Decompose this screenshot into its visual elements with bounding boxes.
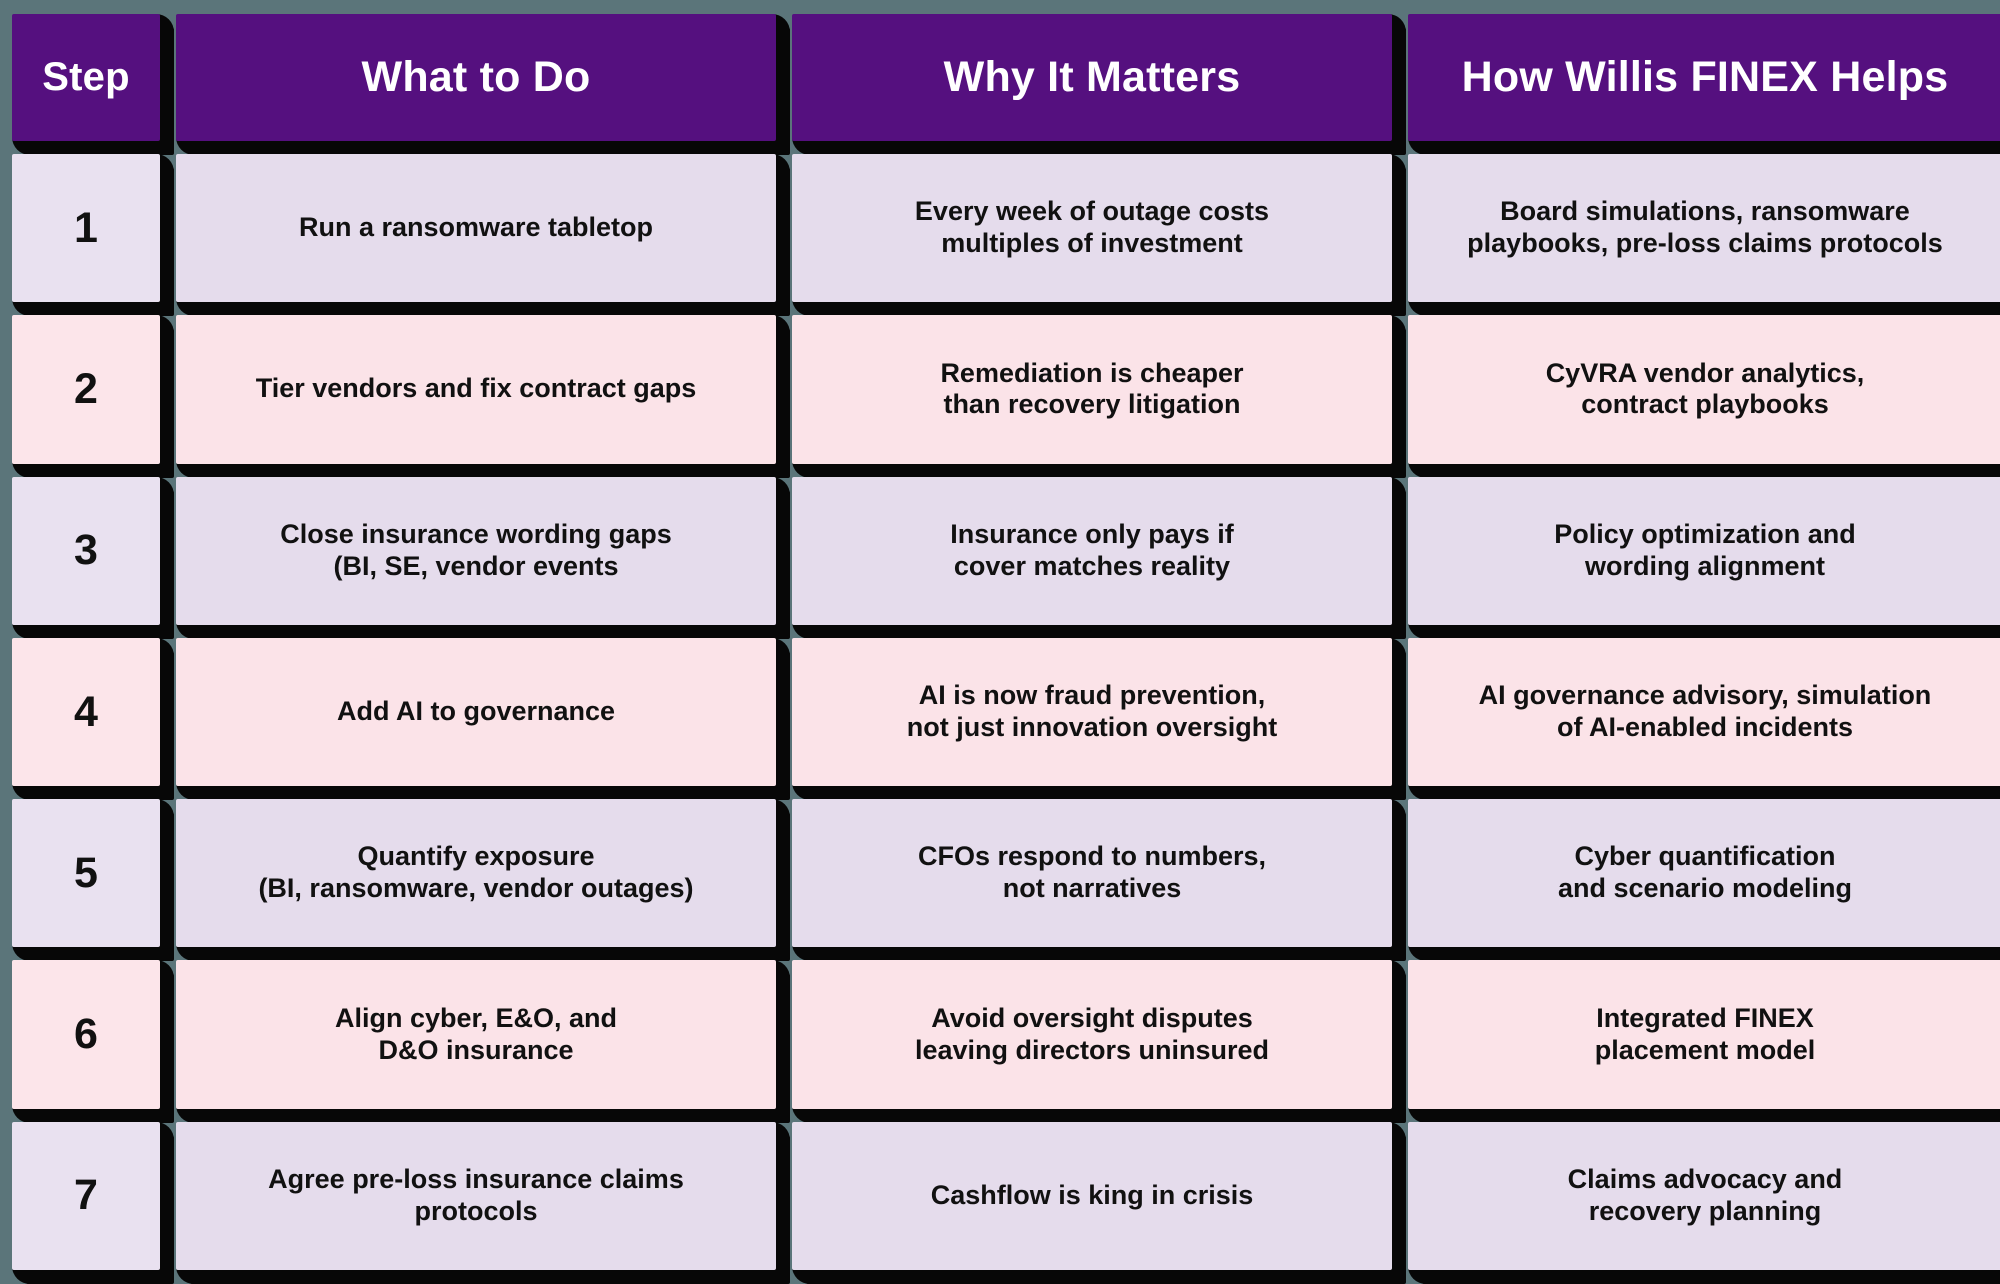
cell-text-line: (BI, ransomware, vendor outages)	[258, 873, 694, 904]
step-number-cell: 6	[12, 960, 174, 1124]
cell-text-line: Policy optimization and	[1554, 518, 1856, 549]
cell-text-line: Board simulations, ransomware	[1500, 196, 1910, 227]
cell-text-line: AI is now fraud prevention,	[918, 680, 1266, 711]
cell-text: Tier vendors and fix contract gaps	[256, 373, 697, 405]
cell-text-line: of AI-enabled incidents	[1556, 711, 1853, 742]
cell-text-line: multiples of investment	[941, 228, 1243, 259]
cell-text-line: Agree pre-loss insurance claims	[268, 1163, 684, 1194]
cell-text-line: placement model	[1594, 1034, 1816, 1065]
cell-text-line: Run a ransomware tabletop	[298, 212, 654, 243]
step-number-cell: 1	[12, 154, 174, 317]
cell-text: Run a ransomware tabletop	[299, 212, 653, 244]
cell-text: Quantify exposure(BI, ransomware, vendor…	[258, 841, 693, 905]
cell-text: Cashflow is king in crisis	[931, 1180, 1254, 1212]
cell-text-line: protocols	[414, 1195, 538, 1226]
cell-text-line: Integrated FINEX	[1596, 1002, 1814, 1033]
cell-text-line: cover matches reality	[953, 550, 1231, 581]
cell-text: CFOs respond to numbers,not narratives	[918, 841, 1266, 905]
cell-what: Close insurance wording gaps(BI, SE, ven…	[176, 476, 790, 640]
cell-why: AI is now fraud prevention,not just inno…	[792, 637, 1406, 801]
cell-text-line: leaving directors uninsured	[914, 1034, 1270, 1065]
cell-text-line: Cashflow is king in crisis	[930, 1179, 1254, 1210]
cell-text: AI is now fraud prevention,not just inno…	[907, 680, 1278, 744]
cell-what: Quantify exposure(BI, ransomware, vendor…	[176, 799, 790, 962]
cell-text-line: not just innovation oversight	[906, 711, 1278, 742]
column-header-step: Step	[12, 14, 174, 155]
cell-text-line: than recovery litigation	[943, 389, 1241, 420]
cell-what: Run a ransomware tabletop	[176, 154, 790, 317]
step-number-cell: 7	[12, 1121, 174, 1284]
cell-text-line: CyVRA vendor analytics,	[1545, 357, 1865, 388]
cell-text-line: Quantify exposure	[357, 841, 595, 872]
cell-text-line: playbooks, pre-loss claims protocols	[1467, 228, 1943, 259]
cell-text-line: Tier vendors and fix contract gaps	[255, 373, 697, 404]
cell-text: CyVRA vendor analytics,contract playbook…	[1546, 358, 1865, 422]
cell-text-line: Close insurance wording gaps	[280, 518, 672, 549]
cell-text-line: contract playbooks	[1581, 389, 1829, 420]
cell-text-line: Add AI to governance	[336, 696, 616, 727]
step-number-cell: 5	[12, 799, 174, 962]
cell-text-line: wording alignment	[1585, 550, 1825, 581]
cell-text-line: Claims advocacy and	[1567, 1163, 1843, 1194]
step-number-cell: 4	[12, 637, 174, 801]
column-header-help: How Willis FINEX Helps	[1408, 14, 2000, 155]
cell-text-line: AI governance advisory, simulation	[1478, 680, 1932, 711]
cell-text-line: D&O insurance	[378, 1034, 574, 1065]
cell-what: Add AI to governance	[176, 637, 790, 801]
cell-text: Close insurance wording gaps(BI, SE, ven…	[280, 519, 672, 583]
column-header-why: Why It Matters	[792, 14, 1406, 155]
cell-what: Tier vendors and fix contract gaps	[176, 315, 790, 478]
cell-help: CyVRA vendor analytics,contract playbook…	[1408, 315, 2000, 478]
cell-text-line: Remediation is cheaper	[940, 357, 1244, 388]
step-number-cell: 3	[12, 476, 174, 640]
cell-text-line: CFOs respond to numbers,	[917, 841, 1267, 872]
cell-text: Add AI to governance	[337, 696, 615, 728]
step-number-cell: 2	[12, 315, 174, 478]
cell-why: Cashflow is king in crisis	[792, 1121, 1406, 1284]
cell-text-line: Avoid oversight disputes	[931, 1002, 1253, 1033]
cell-text-line: Insurance only pays if	[950, 518, 1234, 549]
cell-text-line: Cyber quantification	[1574, 841, 1836, 872]
column-header-what: What to Do	[176, 14, 790, 155]
cell-text-line: and scenario modeling	[1557, 873, 1853, 904]
cell-text-line: (BI, SE, vendor events	[333, 550, 619, 581]
cell-text-line: recovery planning	[1588, 1195, 1822, 1226]
cell-why: CFOs respond to numbers,not narratives	[792, 799, 1406, 962]
cell-text-line: Align cyber, E&O, and	[334, 1002, 618, 1033]
cell-text-line: Every week of outage costs	[914, 196, 1270, 227]
cell-text-line: not narratives	[1002, 873, 1182, 904]
